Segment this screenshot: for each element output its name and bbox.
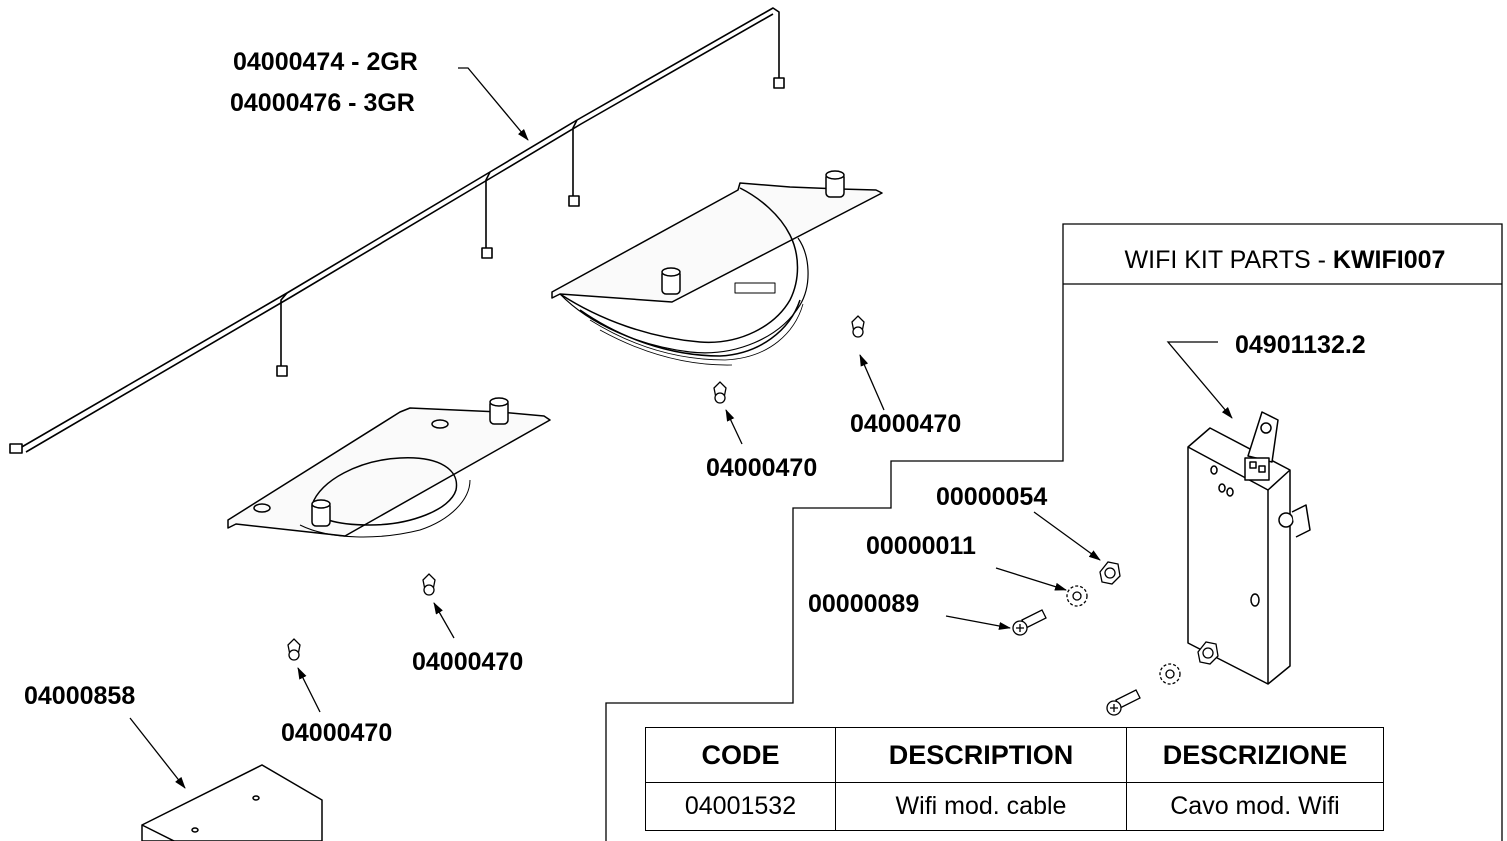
kit-boundary <box>605 223 1503 841</box>
clip-icon <box>422 573 436 596</box>
washer-icon <box>1066 585 1088 607</box>
callout-nut: 00000054 <box>936 483 1048 511</box>
table-cell-descrizione: Cavo mod. Wifi <box>1126 782 1384 831</box>
washer-icon <box>1159 663 1181 685</box>
leader-lines <box>129 67 1233 789</box>
callout-box: 04000858 <box>24 682 136 710</box>
callout-clip: 04000470 <box>850 410 962 438</box>
callout-harness-3gr: 04000476 - 3GR <box>230 89 415 117</box>
kit-title-code: KWIFI007 <box>1332 246 1446 274</box>
screw-icon <box>1106 689 1141 716</box>
table-row: 04001532 Wifi mod. cable Cavo mod. Wifi <box>645 782 1384 831</box>
kit-title-prefix: WIFI KIT PARTS - <box>1124 246 1333 274</box>
table-header-row: CODE DESCRIPTION DESCRIZIONE <box>645 727 1384 783</box>
table-cell-description: Wifi mod. cable <box>835 782 1127 831</box>
callout-clip: 04000470 <box>706 454 818 482</box>
column-header-code: CODE <box>645 727 836 783</box>
callout-clip: 04000470 <box>281 719 393 747</box>
column-header-descrizione: DESCRIZIONE <box>1126 727 1384 783</box>
parts-table: CODE DESCRIPTION DESCRIZIONE 04001532 Wi… <box>645 727 1384 831</box>
callout-harness-2gr: 04000474 - 2GR <box>233 48 418 76</box>
clip-icons <box>287 315 865 661</box>
screw-icon <box>1012 609 1047 636</box>
nut-icon <box>1099 561 1121 585</box>
kit-title: WIFI KIT PARTS - KWIFI007 <box>1068 238 1502 282</box>
hardware <box>1012 561 1219 716</box>
callout-clip: 04000470 <box>412 648 524 676</box>
callout-washer: 00000011 <box>866 532 976 560</box>
control-box <box>141 764 323 841</box>
clip-icon <box>713 381 727 404</box>
cable-harness <box>9 7 785 454</box>
column-header-description: DESCRIPTION <box>835 727 1127 783</box>
clip-icon <box>287 638 301 661</box>
nut-icon <box>1197 641 1219 665</box>
table-cell-code: 04001532 <box>645 782 836 831</box>
lower-light-tray <box>227 397 551 538</box>
callout-screw: 00000089 <box>808 590 920 618</box>
wifi-module <box>1187 411 1311 685</box>
clip-icon <box>851 315 865 338</box>
upper-light-tray <box>551 170 883 366</box>
callout-wifi-module: 04901132.2 <box>1235 331 1366 359</box>
